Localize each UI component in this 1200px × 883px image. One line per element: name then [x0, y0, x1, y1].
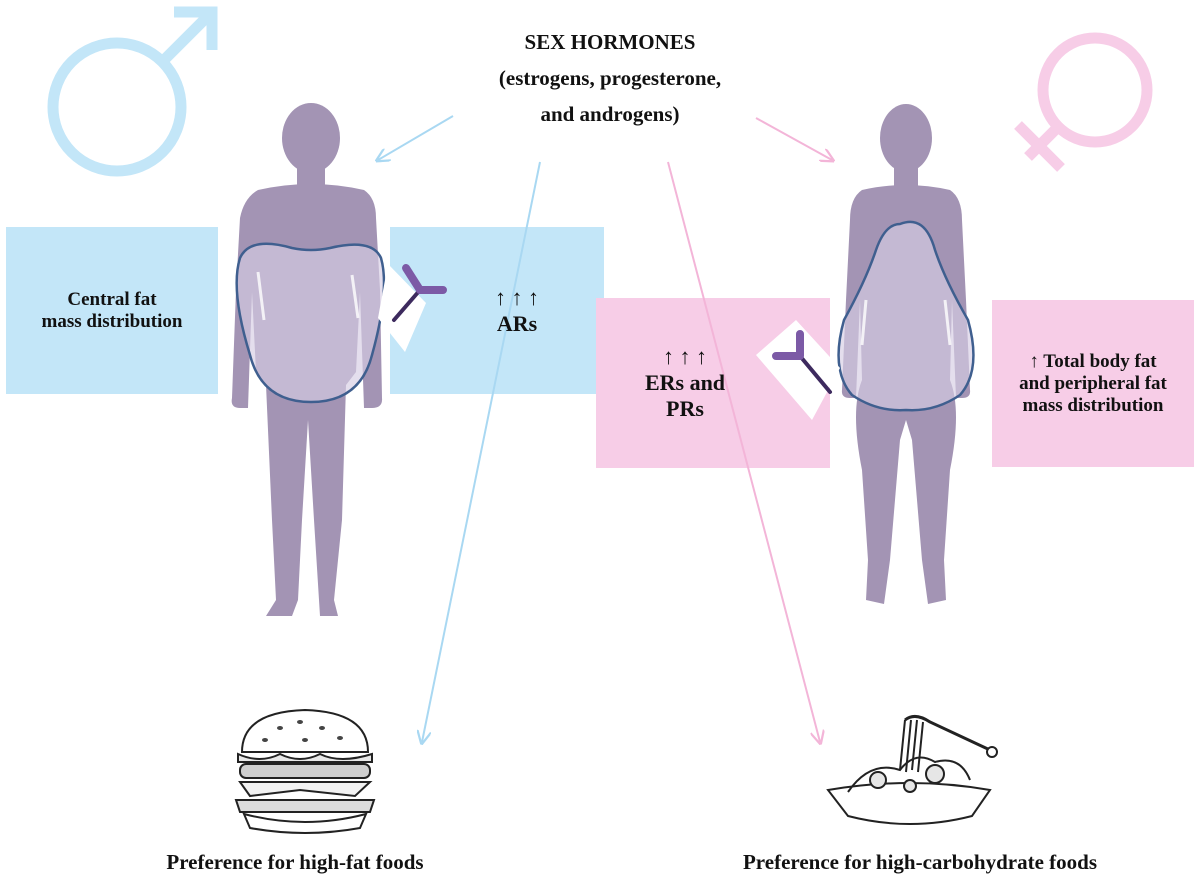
total-fat-box [992, 300, 1194, 467]
central-fat-line2: mass distribution [41, 310, 183, 332]
male-fat-outline [235, 242, 386, 404]
high-carb-foods-caption: Preference for high-carbohydrate foods [742, 850, 1098, 874]
male-symbol-icon [47, 6, 218, 177]
header-title: SEX HORMONES [524, 30, 696, 54]
central-fat-label: Central fat mass distribution [6, 227, 218, 394]
ers-prs-line1: ERs and [644, 370, 726, 395]
arrow-to-high-fat-foods [422, 161, 541, 742]
burger-icon [234, 708, 376, 834]
total-fat-line2: and peripheral fat [1019, 372, 1167, 394]
ers-prs-line2: PRs [666, 396, 704, 421]
total-fat-line1: ↑ Total body fat [1029, 350, 1157, 372]
total-fat-line3: mass distribution [1022, 394, 1164, 416]
female-symbol-icon [1014, 32, 1153, 172]
header-subtitle-line1: (estrogens, progesterone, [498, 66, 722, 90]
ars-label: ↑ ↑ ↑ ARs [430, 227, 604, 394]
central-fat-line1: Central fat [67, 288, 157, 310]
header-subtitle-line2: and androgens) [540, 102, 680, 126]
ars-text: ARs [496, 310, 538, 336]
arrow-to-female-body [755, 117, 832, 160]
central-fat-box [6, 227, 218, 394]
arrow-to-male-body [378, 115, 454, 160]
ers-prs-arrows: ↑ ↑ ↑ [663, 344, 707, 369]
androgen-receptor-icon [378, 264, 447, 352]
arrow-to-high-carb-foods [667, 161, 820, 742]
high-fat-foods-caption: Preference for high-fat foods [166, 850, 424, 874]
total-fat-label: ↑ Total body fat and peripheral fat mass… [992, 300, 1194, 467]
spaghetti-icon [826, 715, 998, 825]
ars-arrows: ↑ ↑ ↑ [495, 284, 539, 310]
ars-box [390, 227, 604, 394]
ers-prs-label: ↑ ↑ ↑ ERs and PRs [610, 298, 760, 468]
estrogen-receptor-icon [756, 320, 840, 420]
female-fat-outline [837, 220, 975, 412]
